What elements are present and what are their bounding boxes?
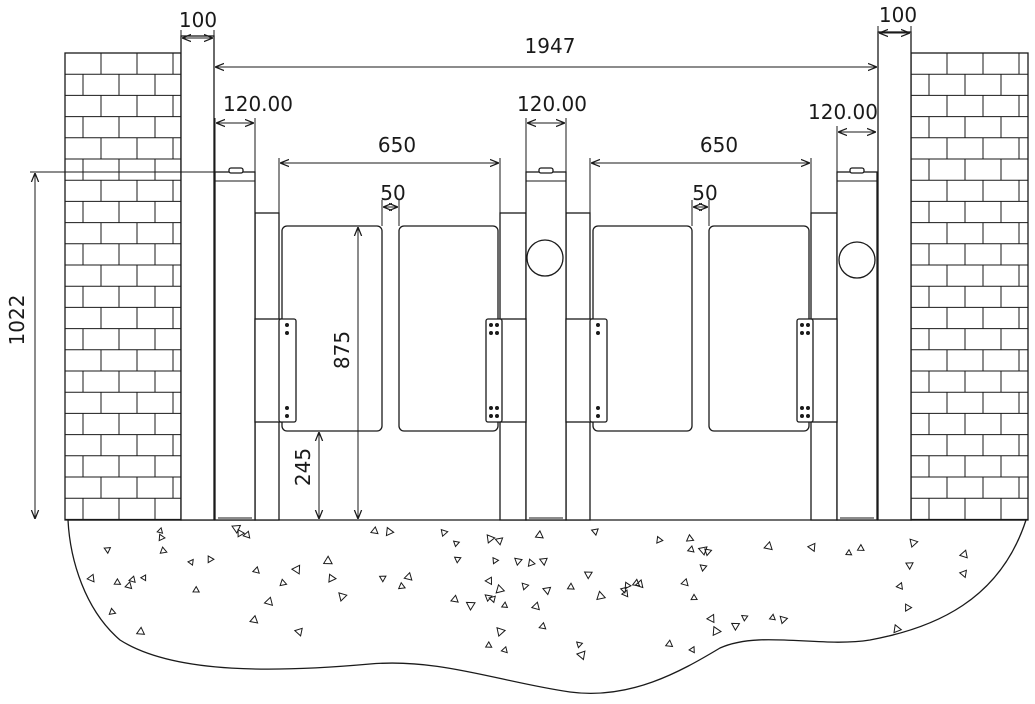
dim-panel-clearance: 245: [291, 448, 315, 486]
dimension-lines: [30, 26, 912, 519]
post-right: [877, 31, 912, 521]
dim-post-right-width: 100: [879, 3, 917, 27]
dim-overall-width: 1947: [525, 34, 576, 58]
card-reader-right: [838, 241, 876, 279]
glass-panel-lane2-right: [708, 225, 810, 432]
soil-aggregate-marks: [86, 524, 968, 661]
dim-cabinet-right-width: 120.00: [808, 100, 878, 124]
dim-gap-right: 50: [692, 181, 717, 205]
dim-post-left-width: 100: [179, 8, 217, 32]
dim-height-total: 1022: [5, 295, 29, 346]
dim-cabinet-mid-width: 120.00: [517, 92, 587, 116]
dim-lane-right-width: 650: [700, 133, 738, 157]
cabinet-middle: [525, 167, 567, 521]
dim-panel-height: 875: [330, 331, 354, 369]
cabinet-left: [214, 167, 256, 521]
dim-lane-left-width: 650: [378, 133, 416, 157]
dim-cabinet-left-width: 120.00: [223, 92, 293, 116]
cabinet-right: [836, 167, 878, 521]
dim-gap-left: 50: [380, 181, 405, 205]
brick-wall-right: [910, 52, 1029, 521]
glass-panel-lane1-right: [398, 225, 499, 432]
glass-panel-lane1-left: [281, 225, 383, 432]
hinge-brackets: [254, 318, 838, 423]
glass-panel-lane2-left: [592, 225, 693, 432]
brick-wall-left: [64, 52, 182, 521]
glass-panels: [281, 225, 810, 432]
ground-soil: [67, 519, 1027, 694]
card-reader-middle: [526, 239, 564, 277]
post-left: [180, 35, 215, 521]
